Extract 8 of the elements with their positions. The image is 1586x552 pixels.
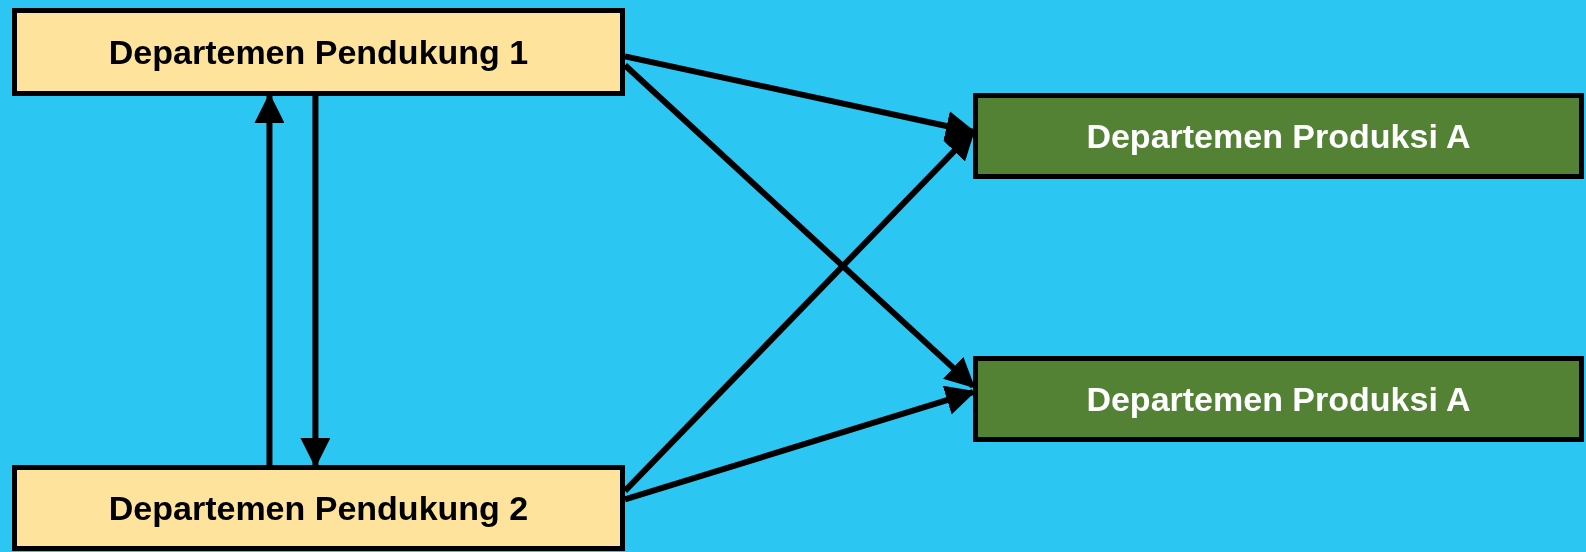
department-name: Departemen Pendukung 2 [108,487,529,529]
department-name: Departemen Pendukung 1 [108,31,529,73]
department-name: Departemen Produksi A [1086,378,1471,420]
department-box [973,356,1584,442]
department-box [973,93,1584,179]
department-name: Departemen Produksi A [1086,115,1471,157]
department-box [12,465,625,551]
department-box [12,8,625,96]
